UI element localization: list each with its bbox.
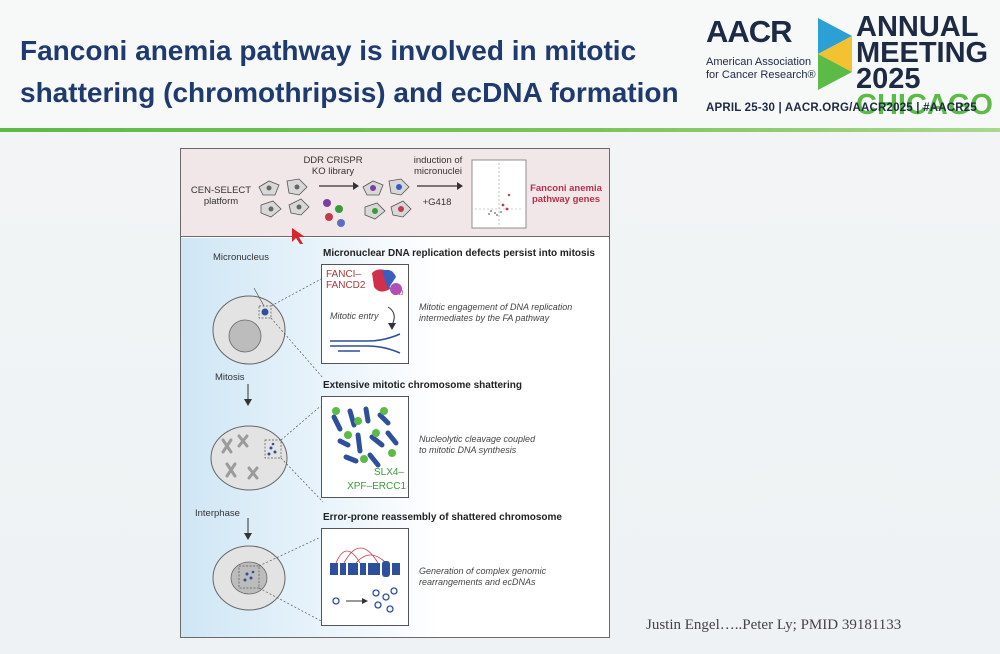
induction-label: induction of micronuclei xyxy=(413,155,463,177)
crispr-library-icon xyxy=(323,199,345,227)
screen-panel: CEN-SELECT platform DDR CRISPR KO librar… xyxy=(181,149,609,237)
arrow-down-icon xyxy=(244,518,252,540)
stage-interphase: Interphase xyxy=(195,508,240,519)
step3-description: Generation of complex genomic rearrangem… xyxy=(419,566,547,587)
slide-title: Fanconi anemia pathway is involved in mi… xyxy=(20,35,679,108)
annual-meeting-wordmark: ANNUAL MEETING 2025 CHICAGO xyxy=(856,11,993,121)
step1-description: Mitotic engagement of DNA replication in… xyxy=(419,302,573,323)
interphase-cell-icon xyxy=(212,538,324,623)
aacr-logo: AACR xyxy=(706,14,793,49)
slx4-label: SLX4– xyxy=(373,467,404,478)
aacr-full-name: American Association for Cancer Research… xyxy=(706,56,816,81)
meeting-logo-icon xyxy=(818,18,852,90)
screen-plot-icon xyxy=(471,159,527,229)
slide-header: Fanconi anemia pathway is involved in mi… xyxy=(0,0,1000,128)
shattering-inset: SLX4– XPF–ERCC1 xyxy=(321,396,409,498)
platform-label: CEN-SELECT platform xyxy=(190,185,252,207)
stage-micronucleus: Micronucleus xyxy=(213,252,269,263)
arrow-right-icon xyxy=(417,182,463,190)
header-divider xyxy=(0,128,1000,132)
mitotic-entry-label: Mitotic entry xyxy=(330,311,379,321)
arrow-right-icon xyxy=(319,182,359,190)
step2-description: Nucleolytic cleavage coupled to mitotic … xyxy=(419,434,536,455)
mechanism-panel: Micronucleus Mitosis Interphase FANCI– F… xyxy=(181,238,609,637)
aacr-branding: AACR American Association for Cancer Res… xyxy=(706,11,996,124)
stage-mitosis: Mitosis xyxy=(215,372,245,383)
pathway-figure: CEN-SELECT platform DDR CRISPR KO librar… xyxy=(180,148,610,638)
replication-inset: FANCI– FANCD2 Ub Mitotic entry xyxy=(321,264,409,364)
step1-heading: Micronuclear DNA replication defects per… xyxy=(323,248,595,259)
shattered-chromosome-icon xyxy=(331,406,399,468)
rearranged-chromosome-icon xyxy=(330,547,400,613)
reassembly-inset xyxy=(321,528,409,626)
edited-cells-icon xyxy=(362,178,412,220)
fa-protein-complex-icon xyxy=(372,269,402,295)
step3-heading: Error-prone reassembly of shattered chro… xyxy=(323,512,562,523)
citation-credit: Justin Engel…..Peter Ly; PMID 39181133 xyxy=(646,617,902,633)
xpf-ercc1-label: XPF–ERCC1 xyxy=(347,481,406,492)
ub-label: Ub xyxy=(392,287,404,297)
micronucleus-cell-icon xyxy=(212,277,324,379)
step2-heading: Extensive mitotic chromosome shattering xyxy=(323,380,522,391)
library-label: DDR CRISPR KO library xyxy=(303,155,363,177)
curved-arrow-icon xyxy=(387,306,396,330)
arrow-down-icon xyxy=(244,384,252,406)
fanci-label: FANCI– FANCD2 xyxy=(326,269,366,291)
meeting-dates: APRIL 25-30 | AACR.ORG/AACR2025 | #AACR2… xyxy=(706,102,977,114)
mitotic-cell-icon xyxy=(210,406,324,503)
replication-fork-icon xyxy=(330,333,401,354)
cells-icon xyxy=(258,178,310,218)
drug-label: +G418 xyxy=(422,197,452,208)
cursor-arrow-icon xyxy=(292,228,305,244)
hit-genes-label: Fanconi anemia pathway genes xyxy=(530,183,602,205)
